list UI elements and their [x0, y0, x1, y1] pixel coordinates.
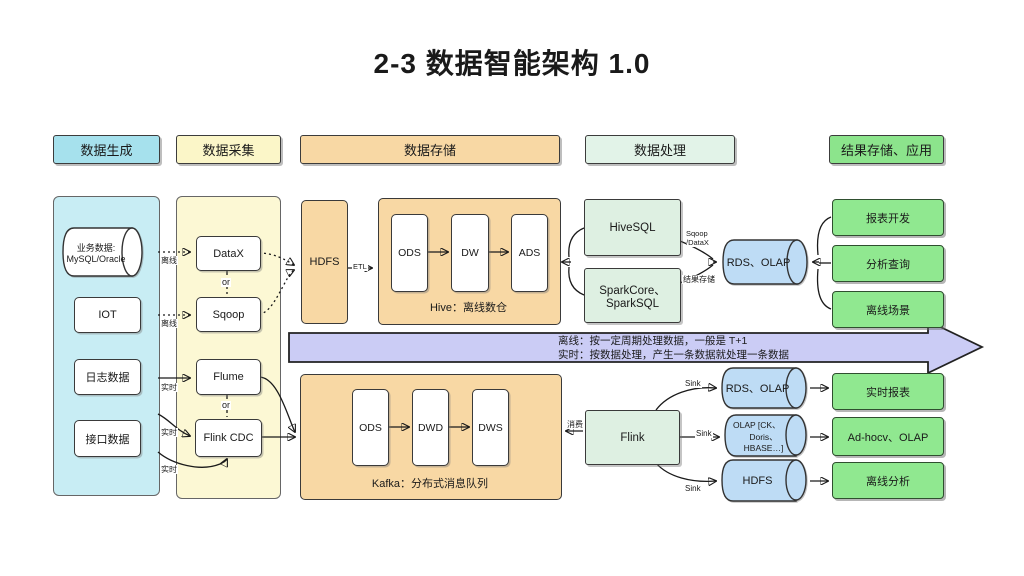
offline-analysis-box: 离线分析 [832, 462, 944, 499]
business-db-label-line1: 业务数据: [76, 242, 116, 253]
hive-caption: Hive：离线数仓 [429, 302, 507, 314]
realtime-edge-label-2: 实时 [160, 428, 178, 437]
cylinder-shape [721, 459, 807, 502]
cylinder-shape [724, 414, 807, 457]
header-data-collection: 数据采集 [176, 135, 281, 164]
spark-label-line2: SparkSQL [605, 297, 660, 310]
api-data-box: 接口数据 [74, 420, 141, 457]
hive-dw-box: DW [451, 214, 489, 292]
business-db-label-line2: MySQL/Oracle [66, 253, 126, 264]
report-dev-box: 报表开发 [832, 199, 944, 236]
cylinder-shape [722, 239, 808, 285]
etl-label: ETL [352, 262, 368, 271]
iot-box: IOT [74, 297, 141, 333]
sqoop-datax-edge-line1: Sqoop [686, 229, 708, 238]
banner-realtime-line: 实时：按数据处理，产生一条数据就处理一条数据 [558, 348, 789, 361]
rds-olap-realtime-label: RDS、OLAP [725, 383, 790, 395]
banner-offline-line: 离线：按一定周期处理数据，一般是 T+1 [558, 335, 748, 347]
olap-label-line1: OLAP [CK、 [733, 419, 781, 430]
rds-olap-offline-cylinder: RDS、OLAP [722, 239, 809, 285]
analysis-query-box: 分析查询 [832, 245, 944, 282]
rds-olap-offline-label: RDS、OLAP [726, 257, 791, 269]
adhoc-olap-box: Ad-hocv、OLAP [832, 417, 944, 456]
flink-box: Flink [585, 410, 680, 465]
realtime-edge-label-1: 实时 [160, 383, 178, 392]
hdfs-box: HDFS [301, 200, 348, 324]
spark-box: SparkCore、 SparkSQL [584, 268, 681, 323]
or-label-1: or [221, 277, 232, 287]
sqoop-datax-edge-label: Sqoop /DataX [686, 229, 709, 247]
sink-label-2: Sink [695, 429, 713, 438]
sink-label-1: Sink [684, 379, 702, 388]
spark-label-line1: SparkCore、 [599, 284, 666, 297]
page-title: 2-3 数据智能架构 1.0 [373, 48, 651, 79]
kafka-ods-box: ODS [352, 389, 389, 466]
realtime-report-box: 实时报表 [832, 373, 944, 410]
header-data-processing: 数据处理 [585, 135, 735, 164]
offline-scene-box: 离线场景 [832, 291, 944, 328]
olap-ck-doris-hbase-cylinder: OLAP [CK、 Doris、HBASE…] [724, 414, 808, 457]
apps-to-rds-brace [813, 216, 832, 310]
datax-box: DataX [196, 236, 261, 271]
sqoop-datax-edge-line2: /DataX [686, 237, 709, 247]
header-result-storage-app: 结果存储、应用 [829, 135, 944, 164]
banner-text: 离线：按一定周期处理数据，一般是 T+1 实时：按数据处理，产生一条数据就处理一… [558, 335, 789, 362]
hivesql-box: HiveSQL [584, 199, 681, 256]
cylinder-shape [721, 367, 807, 409]
header-data-generation: 数据生成 [53, 135, 160, 164]
or-label-2: or [221, 400, 232, 410]
offline-edge-label-2: 离线 [160, 319, 178, 328]
kafka-dwd-box: DWD [412, 389, 449, 466]
cylinder-shape [62, 227, 143, 277]
sink-label-3: Sink [684, 484, 702, 493]
header-data-storage: 数据存储 [300, 135, 560, 164]
hive-ads-box: ADS [511, 214, 548, 292]
result-store-edge-label: 结果存储 [682, 275, 716, 284]
realtime-edge-label-3: 实时 [160, 465, 178, 474]
hive-ods-box: ODS [391, 214, 428, 292]
kafka-dws-box: DWS [472, 389, 509, 466]
business-db-cylinder: 业务数据: MySQL/Oracle [62, 227, 144, 277]
log-data-box: 日志数据 [74, 359, 141, 395]
kafka-caption: Kafka：分布式消息队列 [371, 478, 489, 490]
flume-box: Flume [196, 359, 261, 395]
hive-processing-brace [562, 227, 585, 296]
cylinder-to-app-arrows [810, 388, 828, 481]
olap-label-line2: Doris、HBASE…] [743, 431, 784, 453]
sqoop-box: Sqoop [196, 297, 261, 332]
consume-edge-label: 消费 [566, 420, 584, 429]
offline-edge-label-1: 离线 [160, 256, 178, 265]
hdfs-cylinder-label: HDFS [742, 474, 773, 487]
hdfs-cylinder: HDFS [721, 459, 808, 502]
rds-olap-realtime-cylinder: RDS、OLAP [721, 367, 808, 409]
flink-cdc-box: Flink CDC [195, 419, 262, 457]
